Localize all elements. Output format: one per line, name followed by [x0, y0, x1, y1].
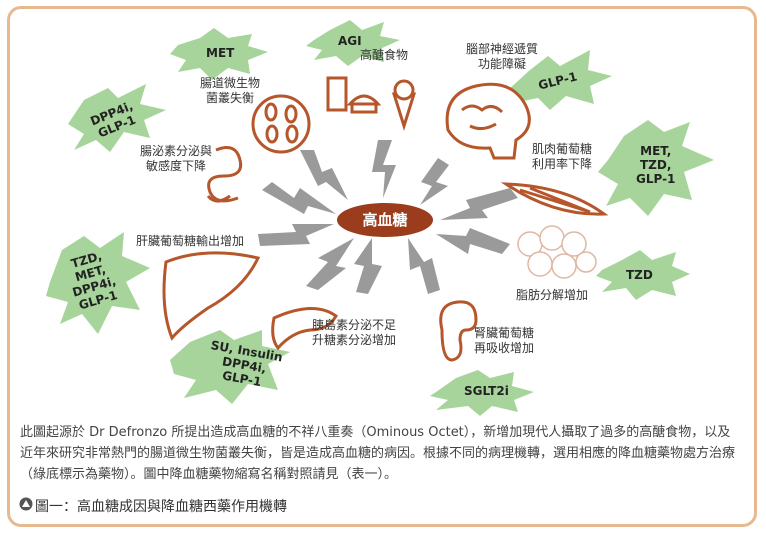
bolt-top	[372, 140, 396, 198]
bolt-right-upper	[440, 188, 518, 220]
figure-caption: 此圖起源於 Dr Defronzo 所提出造成高血糖的不祥八重奏（Ominous…	[20, 425, 736, 482]
drug-met-tzd-glp1: MET, TZD, GLP-1	[636, 144, 676, 186]
burst-agi	[306, 20, 400, 66]
cause-muscle: 肌肉葡萄糖 利用率下降	[532, 142, 593, 171]
burst-met-top	[170, 28, 268, 80]
muscle-icon	[500, 182, 609, 216]
burst-tzd	[596, 250, 690, 300]
liver-icon	[162, 251, 261, 341]
cause-brain: 腦部神經遞質 功能障礙	[466, 42, 539, 71]
figure-title: 圖一：高血糖成因與降血糖西藥作用機轉	[20, 496, 287, 516]
burst-liver	[46, 232, 150, 334]
burst-su-insulin	[170, 330, 290, 404]
bolt-bottom-left	[306, 238, 354, 290]
cause-gut-microbiota: 腸道微生物 菌叢失衡	[200, 76, 261, 105]
burst-dpp4i-top	[68, 84, 166, 152]
bolt-bottom-right	[408, 238, 440, 294]
food-icon	[326, 76, 417, 132]
intestine-icon	[206, 146, 243, 203]
center-label: 高血糖	[362, 211, 408, 229]
cause-icons	[162, 76, 609, 362]
figure-title-text: 圖一：高血糖成因與降血糖西藥作用機轉	[35, 499, 287, 515]
bolt-bottom	[354, 238, 382, 294]
bolt-right	[436, 228, 510, 254]
burst-glp1-brain	[508, 50, 612, 110]
bolt-left-upper	[262, 182, 336, 214]
drug-met-top: MET	[206, 46, 235, 60]
cause-kidney: 腎臟葡萄糖 再吸收增加	[474, 326, 535, 355]
drug-bursts	[46, 20, 714, 416]
burst-muscle	[598, 120, 714, 216]
bolt-left	[258, 224, 334, 246]
pancreas-icon	[271, 306, 338, 351]
burst-sglt2i	[430, 370, 534, 416]
bolt-top-left	[300, 150, 348, 200]
fat-cells-icon	[517, 225, 597, 279]
cause-high-sugar-food: 高醣食物	[360, 48, 409, 62]
drug-sglt2i: SGLT2i	[464, 384, 509, 398]
drug-tzd: TZD	[626, 268, 653, 282]
cause-fat: 脂肪分解增加	[516, 288, 589, 302]
cause-liver: 肝臟葡萄糖輸出增加	[136, 234, 245, 248]
bacteria-icon	[251, 94, 311, 154]
cause-pancreas: 胰島素分泌不足 升糖素分泌增加	[312, 318, 397, 347]
arrow-bolts	[258, 140, 518, 294]
cause-incretin: 腸泌素分泌與 敏感度下降	[140, 144, 213, 173]
triangle-icon	[19, 497, 33, 511]
bolt-top-right	[420, 158, 449, 205]
drug-agi: AGI	[338, 34, 362, 48]
brain-icon	[445, 82, 531, 160]
center-ellipse	[337, 203, 433, 237]
kidney-icon	[439, 300, 478, 362]
